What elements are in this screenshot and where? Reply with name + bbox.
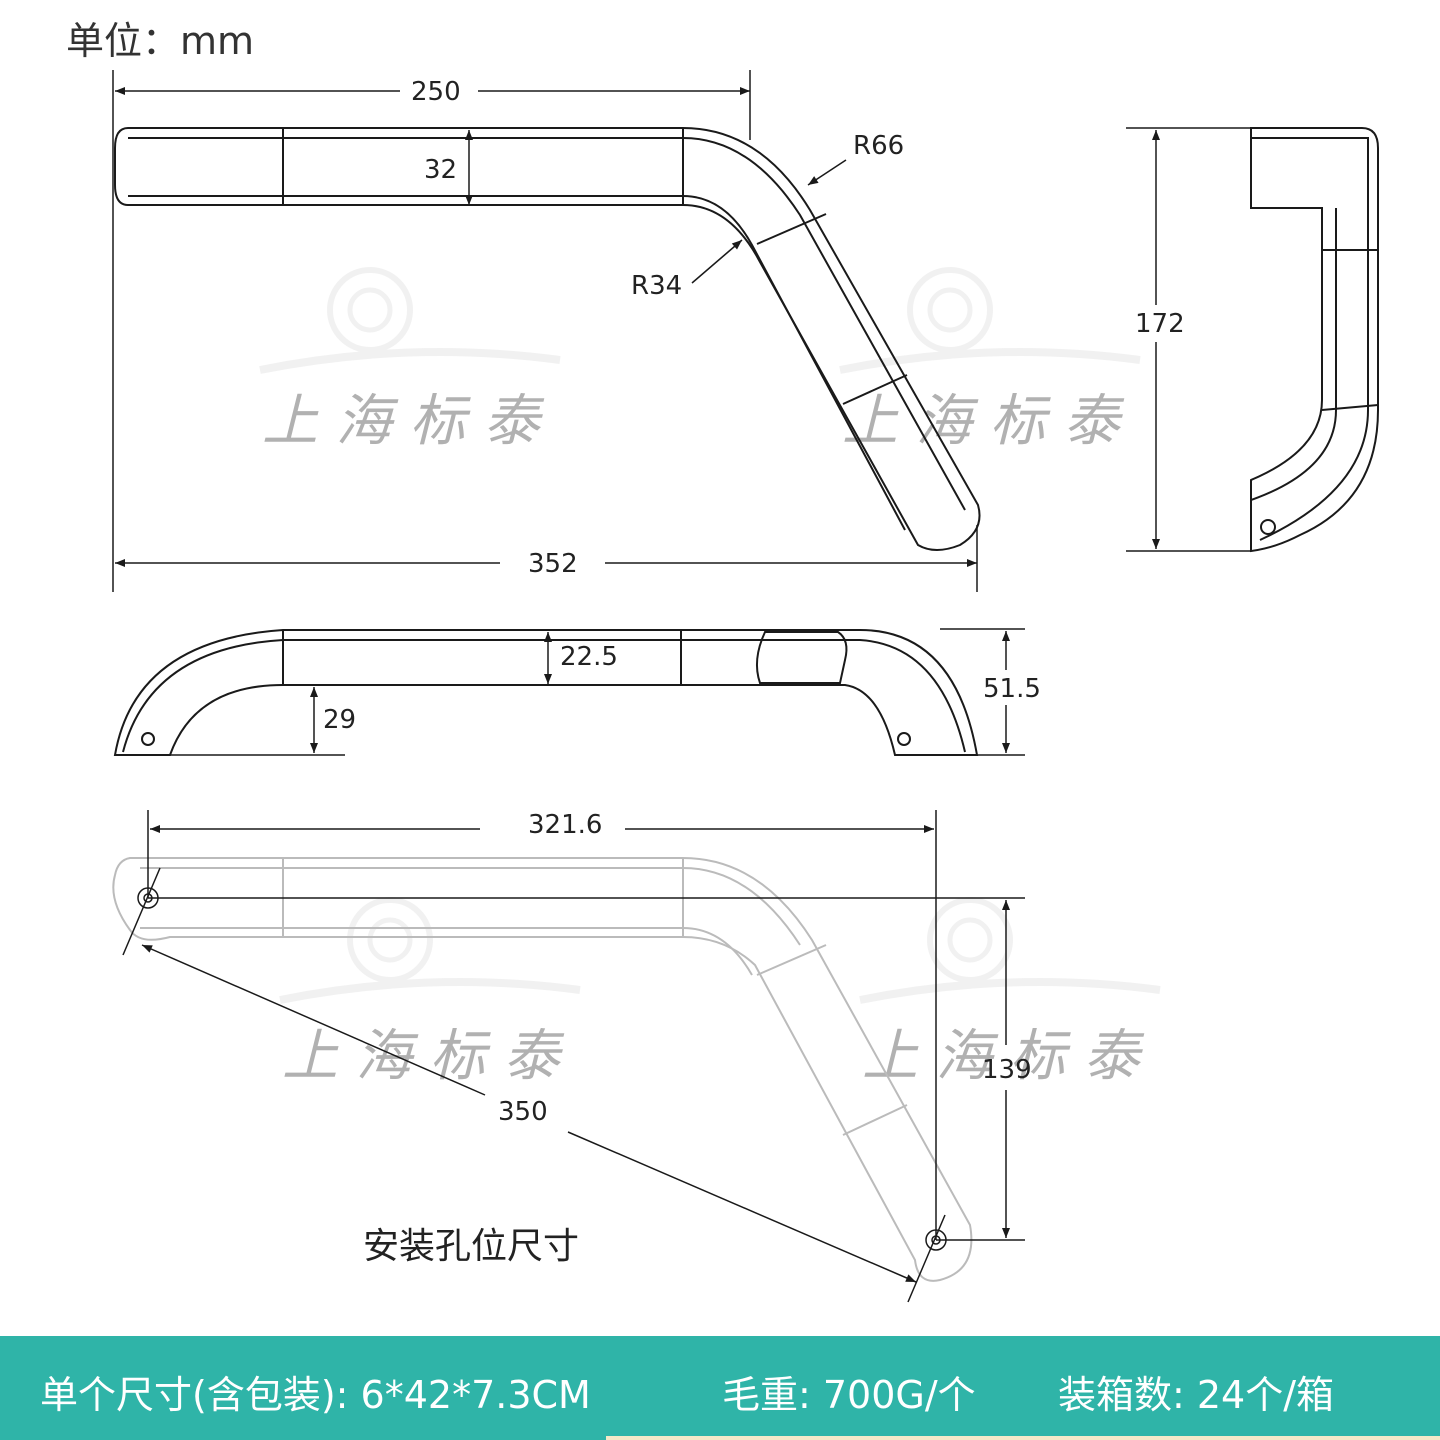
segment-line: [1321, 404, 1379, 411]
watermark-logo: [279, 897, 581, 1004]
technical-drawing: 上 海 标 泰 上 海 标 泰 上 海 标 泰 上 海 标 泰: [112, 70, 1379, 1303]
footer-size: 单个尺寸(含包装): 6*42*7.3CM: [40, 1373, 591, 1417]
hole-caption: 安装孔位尺寸: [363, 1226, 579, 1267]
dim-hole-spacing-y: 139: [982, 1055, 1032, 1085]
watermark-text: 上 海 标 泰: [842, 389, 1124, 454]
screw-hole-icon: [1260, 519, 1276, 535]
screw-hole-icon: [897, 732, 911, 746]
side-view-inner-line: [1250, 208, 1337, 501]
watermark-group: 上 海 标 泰 上 海 标 泰 上 海 标 泰 上 海 标 泰: [259, 267, 1161, 1089]
watermark-text: 上 海 标 泰: [862, 1024, 1144, 1089]
footer-accent-line: [606, 1436, 1440, 1440]
segment-line: [842, 374, 908, 405]
dim-front-clearance: 29: [323, 705, 356, 735]
unit-label: 单位：mm: [66, 19, 255, 63]
side-view: [1250, 127, 1379, 553]
segment-line: [756, 944, 827, 976]
front-view: [113, 629, 979, 756]
dim-front-thickness: 22.5: [560, 642, 618, 672]
hole-view-dimensions: [122, 810, 1025, 1303]
dim-side-height: 172: [1135, 309, 1185, 339]
dim-hole-spacing-x: 321.6: [528, 810, 602, 840]
watermark-text: 上 海 标 泰: [262, 389, 544, 454]
dim-tube-height: 32: [424, 155, 457, 185]
front-view-cap: [755, 631, 848, 684]
top-view-outline: [114, 127, 981, 551]
front-view-outline: [113, 629, 979, 756]
dim-front-height: 51.5: [983, 674, 1041, 704]
front-view-inner-line: [122, 639, 966, 753]
top-view: [114, 127, 981, 551]
hole-view-outline: [112, 857, 973, 1282]
footer-bar: 单个尺寸(含包装): 6*42*7.3CM 毛重: 700G/个 装箱数: 24…: [0, 1336, 1440, 1440]
footer-count: 装箱数: 24个/箱: [1058, 1373, 1335, 1417]
side-view-inner-line: [1251, 137, 1369, 541]
top-view-dimensions: [112, 70, 978, 592]
segment-line: [842, 1104, 908, 1136]
watermark-logo: [839, 267, 1141, 374]
segment-line: [756, 213, 827, 245]
screw-hole-icon: [141, 732, 155, 746]
hole-view-inner-line: [140, 927, 753, 976]
dim-top-length: 250: [411, 77, 461, 107]
watermark-text: 上 海 标 泰: [282, 1024, 564, 1089]
side-view-dimensions: [1126, 127, 1251, 552]
watermark-logo: [859, 897, 1161, 1004]
side-view-outline: [1250, 127, 1379, 553]
dim-total-length: 352: [528, 549, 578, 579]
footer-weight: 毛重: 700G/个: [722, 1373, 976, 1417]
hole-view-inner-line: [140, 867, 801, 946]
dim-outer-radius: R66: [853, 131, 904, 161]
watermark-logo: [259, 267, 561, 374]
top-view-inner-line: [128, 195, 906, 531]
front-view-dimensions: [170, 628, 1025, 756]
dim-inner-radius: R34: [631, 271, 682, 301]
dim-hole-diagonal: 350: [498, 1097, 548, 1127]
top-view-inner-line: [128, 137, 966, 511]
